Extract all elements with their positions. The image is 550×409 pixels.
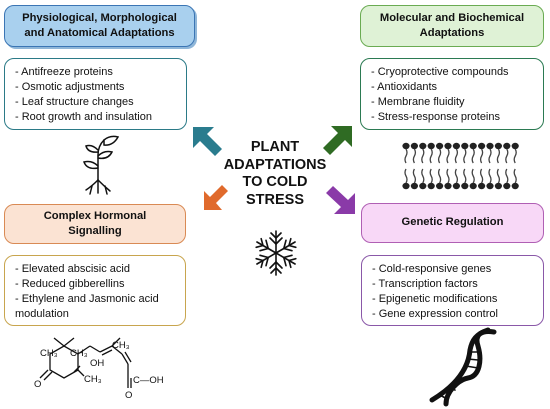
header-line: Genetic Regulation xyxy=(401,216,504,229)
arrow-bottom-right-icon xyxy=(326,186,355,214)
snowflake-icon xyxy=(253,230,299,276)
header-line: Physiological, Morphological xyxy=(22,11,177,24)
list-item: modulation xyxy=(15,308,69,320)
molecule-label: O xyxy=(34,379,41,390)
header-line: Adaptations xyxy=(419,27,485,39)
molecule-label: CH₃ xyxy=(84,374,102,385)
physiological-adaptations-header: Physiological, Morphological and Anatomic… xyxy=(4,5,195,47)
molecule-label: CH₃ xyxy=(40,348,58,359)
arrow-top-left-icon xyxy=(193,127,222,156)
molecule-label: O xyxy=(125,390,132,401)
title-line: STRESS xyxy=(245,191,304,208)
list-item: - Antioxidants xyxy=(371,81,438,93)
list-item: - Epigenetic modifications xyxy=(372,293,498,305)
list-item: - Elevated abscisic acid xyxy=(15,263,130,275)
list-item: - Antifreeze proteins xyxy=(15,66,113,78)
arrow-top-right-icon xyxy=(323,126,352,155)
header-line: Signalling xyxy=(68,225,122,237)
molecular-adaptations-list: - Cryoprotective compounds - Antioxidant… xyxy=(360,58,544,130)
header-line: Complex Hormonal xyxy=(43,209,147,222)
list-item: - Gene expression control xyxy=(372,308,498,320)
list-item: - Root growth and insulation xyxy=(15,111,152,123)
seedling-icon xyxy=(83,135,120,195)
list-item: - Stress-response proteins xyxy=(371,111,500,123)
title-line: PLANT xyxy=(250,139,300,155)
list-item: - Cryoprotective compounds xyxy=(371,66,509,78)
molecule-label: C—OH xyxy=(133,375,164,386)
molecule-label: CH₃ xyxy=(112,340,130,351)
physiological-adaptations-list: - Antifreeze proteins - Osmotic adjustme… xyxy=(4,58,187,130)
list-item: - Ethylene and Jasmonic acid xyxy=(15,293,159,305)
genetic-regulation-list: - Cold-responsive genes - Transcription … xyxy=(361,255,544,326)
header-line: Molecular and Biochemical xyxy=(379,11,525,24)
title-line: TO COLD xyxy=(242,174,308,190)
list-item: - Leaf structure changes xyxy=(15,96,134,108)
list-item: - Membrane fluidity xyxy=(371,96,465,108)
title-line: ADAPTATIONS xyxy=(223,156,327,173)
abscisic-acid-structure xyxy=(39,337,132,388)
list-item: - Transcription factors xyxy=(372,278,478,290)
dna-helix-icon xyxy=(429,327,497,407)
central-title: PLANT ADAPTATIONS TO COLD STRESS xyxy=(214,139,336,209)
list-item: - Cold-responsive genes xyxy=(372,263,492,275)
header-line: and Anatomical Adaptations xyxy=(24,27,175,39)
hormonal-signalling-list: - Elevated abscisic acid - Reduced gibbe… xyxy=(4,255,186,326)
molecule-label: CH₃ xyxy=(70,348,88,359)
molecule-label: OH xyxy=(90,358,104,369)
arrow-bottom-left-icon xyxy=(204,185,228,210)
genetic-regulation-header: Genetic Regulation xyxy=(361,203,544,243)
lipid-bilayer-icon xyxy=(402,142,519,190)
list-item: - Osmotic adjustments xyxy=(15,81,125,93)
list-item: - Reduced gibberellins xyxy=(15,278,125,290)
